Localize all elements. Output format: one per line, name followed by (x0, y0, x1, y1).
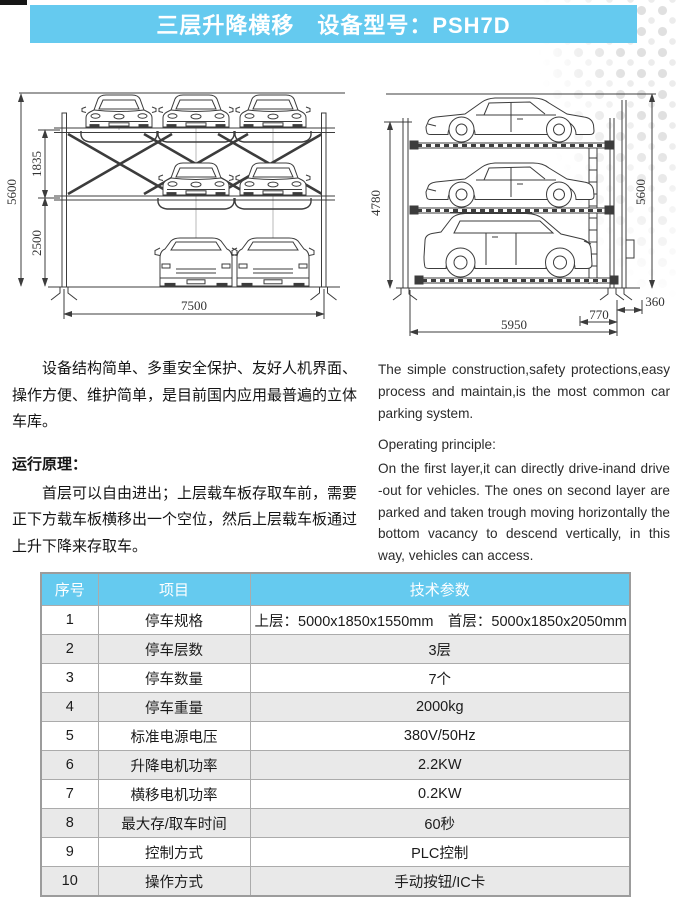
table-row: 9 控制方式 PLC控制 (40, 837, 631, 867)
cell-value: 上层：5000x1850x1550mm 首层：5000x1850x2050mm (249, 605, 631, 635)
banner: 三层升降横移 设备型号：PSH7D (30, 5, 637, 43)
cell-no: 9 (40, 837, 99, 867)
intro-chinese: 设备结构简单、多重安全保护、友好人机界面、操作方便、维护简单，是目前国内应用最普… (12, 356, 358, 561)
table-row: 1 停车规格 上层：5000x1850x1550mm 首层：5000x1850x… (40, 605, 631, 635)
cell-no: 4 (40, 692, 99, 722)
dim-label-side-inner-offset: 770 (589, 307, 609, 322)
en-principle-heading: Operating principle: (378, 437, 496, 453)
spec-table: 序号 项目 技术参数 1 停车规格 上层：5000x1850x1550mm 首层… (40, 572, 631, 897)
cell-item: 横移电机功率 (97, 779, 251, 809)
cell-item: 停车层数 (97, 634, 251, 664)
cell-item: 控制方式 (97, 837, 251, 867)
cell-item: 标准电源电压 (97, 721, 251, 751)
cell-no: 6 (40, 750, 99, 780)
cell-no: 10 (40, 866, 99, 897)
cell-value: 2.2KW (249, 750, 631, 780)
cell-value: 手动按钮/IC卡 (249, 866, 631, 897)
dim-label-side-outer-offset: 360 (645, 294, 665, 309)
front-view-diagram: 5600 1835 2500 7500 (4, 80, 356, 328)
cell-no: 1 (40, 605, 99, 635)
car-icon (235, 162, 311, 196)
sedan-icon (425, 97, 595, 143)
table-row: 6 升降电机功率 2.2KW (40, 750, 631, 780)
table-row: 7 横移电机功率 0.2KW (40, 779, 631, 809)
cell-no: 5 (40, 721, 99, 751)
cell-value: PLC控制 (249, 837, 631, 867)
table-row: 2 停车层数 3层 (40, 634, 631, 664)
cell-no: 7 (40, 779, 99, 809)
cell-item: 停车重量 (97, 692, 251, 722)
van-icon (154, 237, 238, 287)
col-header-value: 技术参数 (249, 572, 631, 606)
sedan-icon (425, 162, 595, 208)
car-icon (158, 162, 234, 196)
col-header-no: 序号 (40, 572, 99, 606)
suv-icon (423, 212, 593, 278)
dim-label-front-total-height: 5600 (4, 179, 19, 205)
dim-label-side-width: 5950 (501, 317, 527, 332)
cn-principle-heading: 运行原理： (12, 456, 88, 474)
cn-paragraph: 设备结构简单、多重安全保护、友好人机界面、操作方便、维护简单，是目前国内应用最普… (12, 360, 358, 431)
cell-value: 380V/50Hz (249, 721, 631, 751)
table-row: 5 标准电源电压 380V/50Hz (40, 721, 631, 751)
cell-value: 0.2KW (249, 779, 631, 809)
cell-value: 60秒 (249, 808, 631, 838)
dim-label-side-inner-height: 4780 (368, 190, 383, 216)
cell-item: 最大存/取车时间 (97, 808, 251, 838)
table-row: 8 最大存/取车时间 60秒 (40, 808, 631, 838)
corner-mark (0, 0, 27, 5)
side-view-diagram: 4780 5600 360 770 5950 (368, 70, 672, 346)
cell-no: 3 (40, 663, 99, 693)
table-row: 10 操作方式 手动按钮/IC卡 (40, 866, 631, 897)
en-principle-paragraph: On the first layer,it can directly drive… (378, 461, 670, 563)
cell-item: 操作方式 (97, 866, 251, 897)
pallet-icon (413, 274, 620, 286)
intro-english: The simple construction,safety protectio… (378, 359, 670, 571)
dim-label-front-upper: 1835 (29, 151, 44, 177)
cn-principle-paragraph: 首层可以自由进出；上层载车板存取车前，需要正下方载车板横移出一个空位，然后上层载… (12, 484, 358, 556)
table-row: 3 停车数量 7个 (40, 663, 631, 693)
car-icon (158, 94, 234, 128)
dim-label-side-total-height: 5600 (633, 179, 648, 205)
pallet-icon (408, 139, 615, 151)
van-icon (231, 237, 315, 287)
car-icon (81, 94, 157, 128)
cell-no: 2 (40, 634, 99, 664)
dim-label-front-lower: 2500 (29, 230, 44, 256)
table-header-row: 序号 项目 技术参数 (40, 572, 631, 606)
car-icon (235, 94, 311, 128)
cell-item: 停车规格 (97, 605, 251, 635)
dim-label-front-width: 7500 (181, 298, 207, 313)
cell-value: 7个 (249, 663, 631, 693)
en-paragraph: The simple construction,safety protectio… (378, 362, 670, 421)
cell-no: 8 (40, 808, 99, 838)
cell-item: 停车数量 (97, 663, 251, 693)
table-row: 4 停车重量 2000kg (40, 692, 631, 722)
page-title: 三层升降横移 设备型号：PSH7D (156, 13, 511, 38)
col-header-item: 项目 (97, 572, 251, 606)
cell-value: 3层 (249, 634, 631, 664)
cell-value: 2000kg (249, 692, 631, 722)
cell-item: 升降电机功率 (97, 750, 251, 780)
